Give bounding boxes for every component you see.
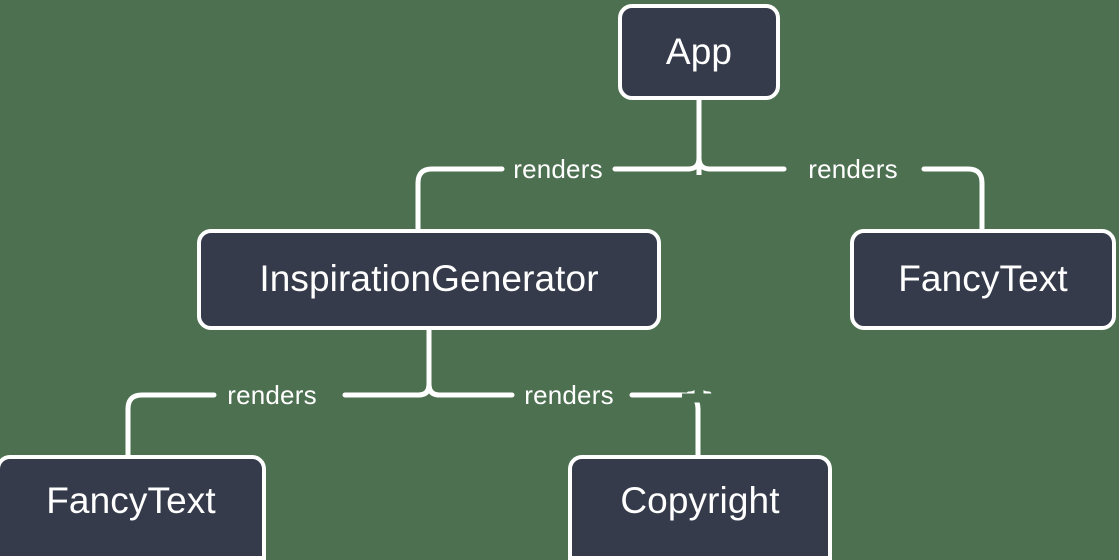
node-fancytext-bottom[interactable]: FancyText xyxy=(0,455,266,560)
node-inspiration-generator-label: InspirationGenerator xyxy=(259,258,599,299)
node-copyright-label: Copyright xyxy=(620,480,780,521)
edge-app-to-fancytext-right xyxy=(706,166,985,232)
edge-label-app-to-inspiration-generator: renders xyxy=(513,154,603,184)
edge-label-inspiration-generator-to-fancytext-bottom: renders xyxy=(227,380,317,410)
edge-app-stem xyxy=(696,97,712,397)
edge-label-inspiration-generator-to-copyright: renders xyxy=(524,380,614,410)
node-app-label: App xyxy=(665,30,733,72)
edge-inspiration-generator-to-fancytext-bottom xyxy=(125,392,422,458)
node-app[interactable]: App xyxy=(618,4,780,100)
node-fancytext-right-label: FancyText xyxy=(898,258,1068,299)
edge-label-app-to-fancytext-right: renders xyxy=(808,154,898,184)
node-fancytext-bottom-label: FancyText xyxy=(46,480,216,521)
node-copyright[interactable]: Copyright xyxy=(568,455,832,560)
node-fancytext-right[interactable]: FancyText xyxy=(850,229,1116,330)
edge-app-to-inspiration-generator xyxy=(415,166,692,232)
node-inspiration-generator[interactable]: InspirationGenerator xyxy=(197,229,661,330)
